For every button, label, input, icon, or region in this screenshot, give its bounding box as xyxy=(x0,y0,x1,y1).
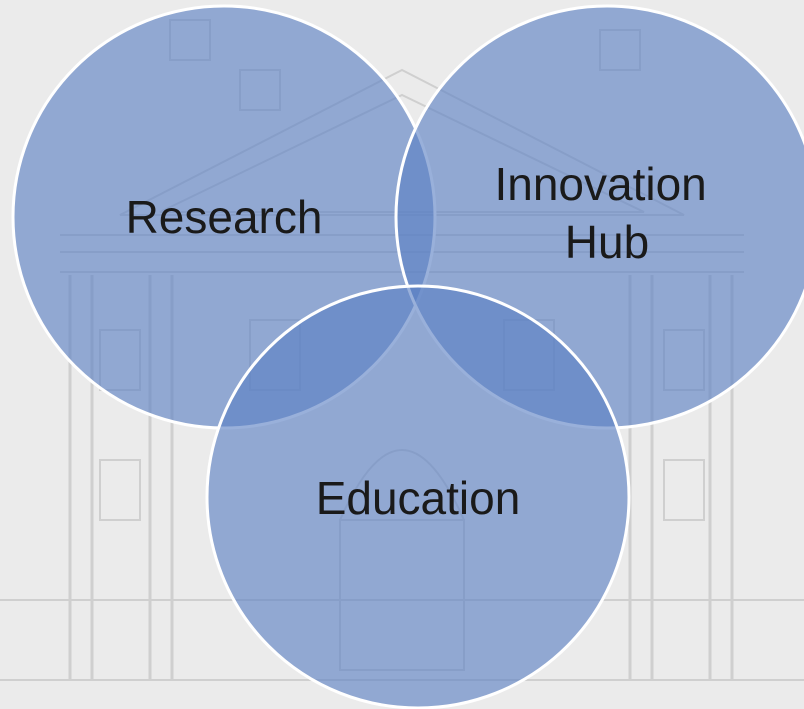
research-label: Research xyxy=(126,191,323,243)
innovation-hub-label-line-1: Innovation xyxy=(494,158,706,210)
education-label: Education xyxy=(316,472,521,524)
education-circle xyxy=(205,284,631,709)
innovation-hub-label-line-2: Hub xyxy=(565,216,649,268)
innovation-hub-label: Innovation Hub xyxy=(494,158,719,268)
